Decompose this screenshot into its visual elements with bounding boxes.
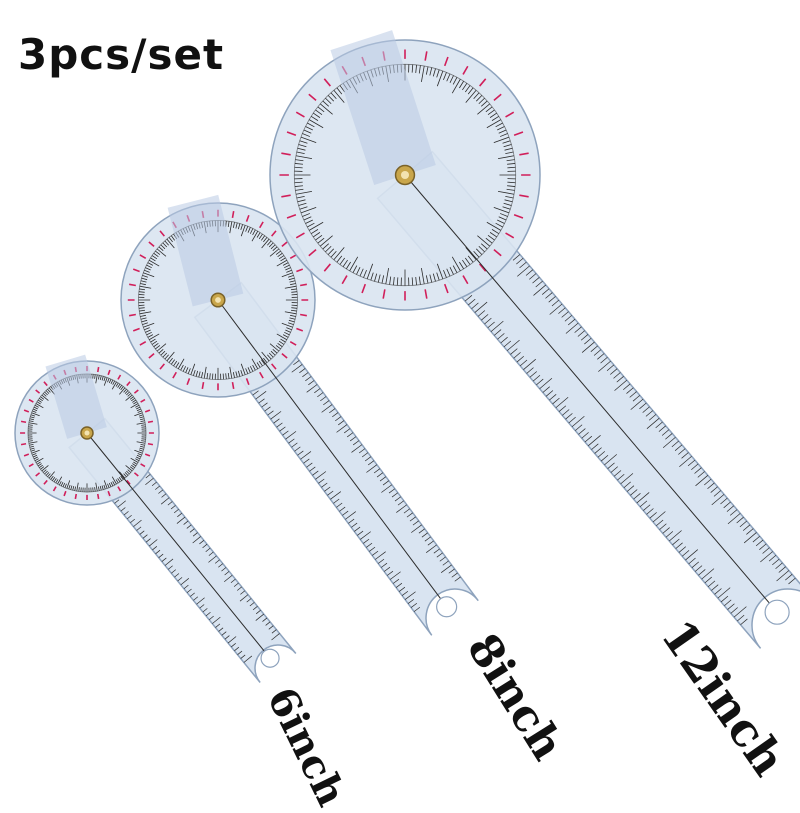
goniometer-8inch-rivet-center [215,297,221,303]
goniometer-6inch-hang-hole [260,648,280,668]
goniometer-12inch-moving-arm [330,30,436,185]
goniometer-12inch-hang-hole [764,599,790,625]
goniometer-6inch [14,354,297,683]
goniometer-6inch-arm-centerline [86,432,268,655]
goniometer-8inch-hang-hole [436,596,458,618]
set-quantity-title: 3pcs/set [18,30,225,79]
goniometer-6inch-ruler-ticks [114,474,280,663]
goniometer-12inch-arm-centerline [404,174,773,608]
goniometer-8inch-arm-centerline [217,299,444,603]
goniometer-12inch-rivet-center [400,170,410,180]
goniometer-6inch-moving-arm [45,354,107,439]
goniometer-12inch-ruler-ticks [464,254,796,626]
goniometer-8inch [120,194,479,636]
goniometer-8inch-moving-arm [167,194,244,307]
goniometer-6inch-rivet-center [84,430,90,436]
goniometer-12inch [269,30,800,649]
goniometer-8inch-ruler-ticks [252,360,461,612]
